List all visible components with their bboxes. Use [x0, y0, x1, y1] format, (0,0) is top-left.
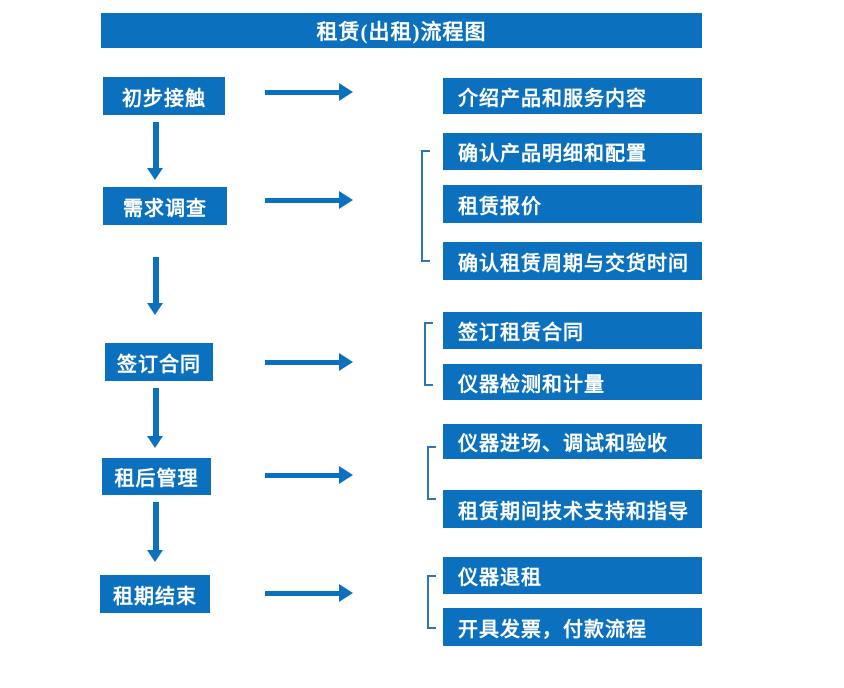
group-bracket-demand-survey	[421, 150, 430, 262]
substep-box-introduce-products: 介绍产品和服务内容	[443, 78, 702, 114]
right-arrow-icon	[265, 466, 353, 484]
down-arrow-icon	[147, 122, 164, 180]
step-box-demand-survey: 需求调查	[103, 187, 227, 225]
substep-box-sign-rental-contract: 签订租赁合同	[443, 312, 702, 349]
right-arrow-icon	[265, 353, 353, 371]
step-box-lease-end: 租期结束	[100, 575, 210, 613]
substep-box-rental-quote: 租赁报价	[443, 185, 702, 223]
step-box-post-rental-management: 租后管理	[102, 458, 211, 495]
substep-box-confirm-product-details: 确认产品明细和配置	[443, 133, 702, 170]
flowchart-title: 租赁(出租)流程图	[101, 13, 702, 48]
right-arrow-icon	[265, 191, 353, 209]
substep-box-instrument-return: 仪器退租	[443, 557, 702, 594]
down-arrow-icon	[147, 502, 164, 562]
substep-box-invoice-payment: 开具发票，付款流程	[443, 608, 702, 646]
right-arrow-icon	[265, 584, 353, 602]
step-box-sign-contract: 签订合同	[105, 343, 213, 381]
group-bracket-lease-end	[427, 575, 436, 629]
group-bracket-sign-contract	[424, 322, 433, 386]
group-bracket-post-rental-management	[427, 446, 436, 500]
down-arrow-icon	[147, 388, 164, 448]
right-arrow-icon	[265, 83, 353, 101]
substep-box-confirm-rental-period: 确认租赁周期与交货时间	[443, 242, 702, 280]
substep-box-instrument-inspection: 仪器检测和计量	[443, 364, 702, 400]
down-arrow-icon	[147, 257, 164, 315]
step-box-initial-contact: 初步接触	[103, 77, 225, 115]
substep-box-instrument-setup: 仪器进场、调试和验收	[443, 424, 702, 459]
substep-box-technical-support: 租赁期间技术支持和指导	[443, 490, 702, 528]
